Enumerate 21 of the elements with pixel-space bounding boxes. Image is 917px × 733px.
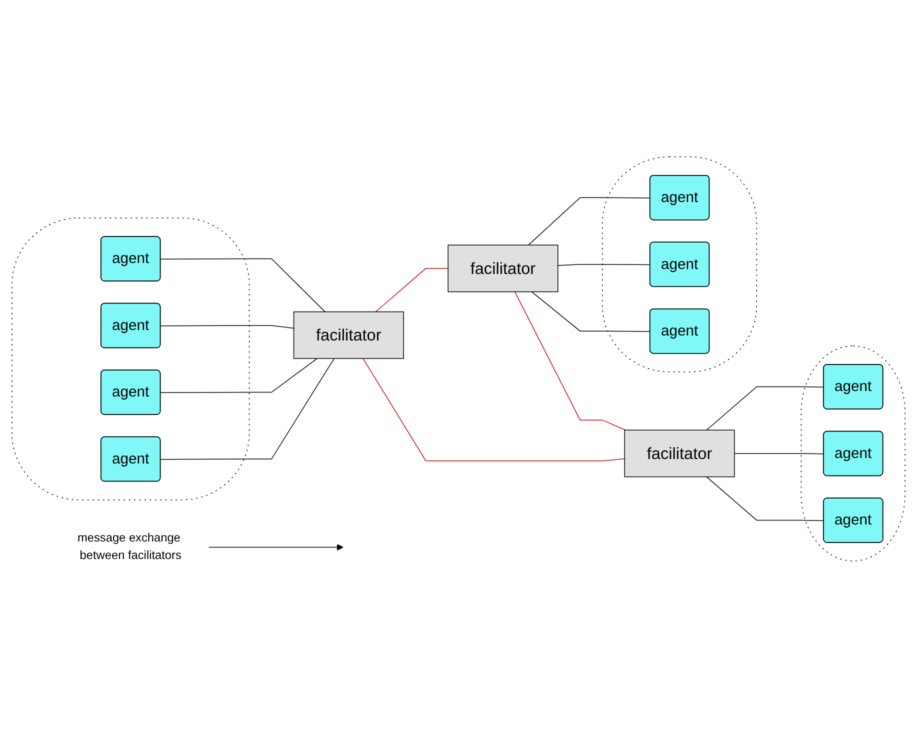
cluster xyxy=(800,346,906,562)
connector xyxy=(160,358,318,394)
cluster xyxy=(602,156,758,372)
connector xyxy=(734,453,824,454)
connector xyxy=(160,325,294,329)
connector xyxy=(514,291,626,430)
node-box: facilitator xyxy=(448,244,558,292)
connector xyxy=(362,358,625,462)
connector xyxy=(706,386,824,430)
connector xyxy=(558,264,651,266)
cluster xyxy=(12,218,250,500)
node-box: facilitator xyxy=(624,430,735,478)
node-box: facilitator xyxy=(293,311,404,359)
connector xyxy=(706,476,824,521)
connector xyxy=(160,258,326,312)
node-text: message exchange between facilitators xyxy=(77,532,182,562)
connector xyxy=(528,197,651,246)
connector xyxy=(531,291,651,332)
arrow xyxy=(208,544,344,551)
connector xyxy=(160,358,334,460)
connector xyxy=(375,268,448,312)
